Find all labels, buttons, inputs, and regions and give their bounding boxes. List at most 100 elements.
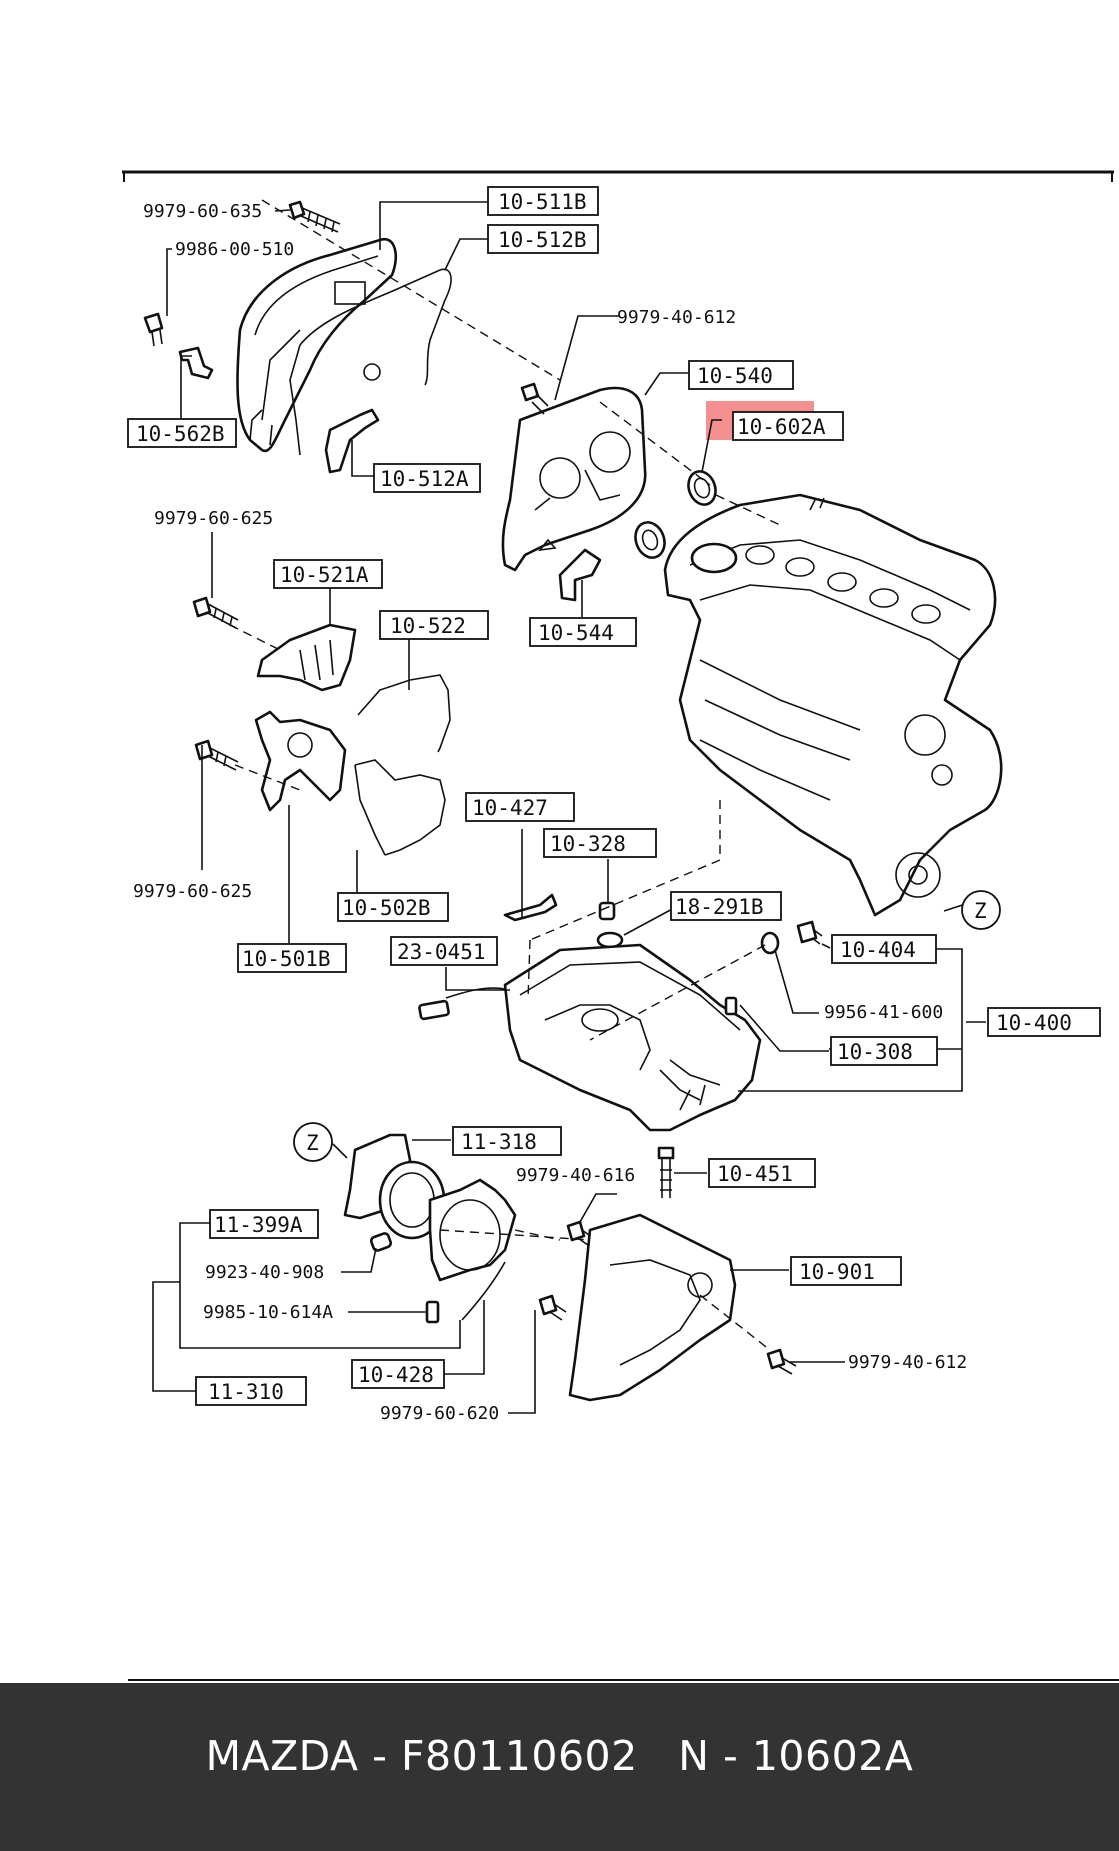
label-box-10-404 xyxy=(831,934,937,964)
label-9979-40-612-top: 9979-40-612 xyxy=(617,307,736,328)
label-box-23-0451 xyxy=(390,936,498,966)
bolt-9986-00-510 xyxy=(143,312,164,347)
label-10-428: 10-428 xyxy=(358,1363,434,1387)
bolt-10-451 xyxy=(657,1146,675,1198)
label-9923-40-908: 9923-40-908 xyxy=(205,1262,324,1283)
label-10-451: 10-451 xyxy=(717,1162,793,1186)
engine-block xyxy=(663,493,1003,917)
label-11-318: 11-318 xyxy=(461,1130,537,1154)
bolt-9979-60-625-lower xyxy=(194,739,239,771)
alignment-lines xyxy=(229,199,781,1351)
part-caption-text: MAZDA - F80110602 N - 10602A xyxy=(205,1732,914,1780)
timing-cover-gasket-upper xyxy=(289,268,452,456)
label-10-521a: 10-521A xyxy=(280,563,369,587)
label-z-seal: Z xyxy=(306,1131,319,1155)
label-10-502b: 10-502B xyxy=(342,896,431,920)
label-10-512a: 10-512A xyxy=(380,467,469,491)
hose-clamp-18-291b xyxy=(596,931,624,949)
seal-housing-11-310 xyxy=(428,1178,517,1282)
label-10-544: 10-544 xyxy=(538,621,614,645)
label-box-10-427 xyxy=(465,792,575,822)
timing-belt-cover-upper-outer xyxy=(236,237,397,453)
leader-lines xyxy=(152,201,991,1414)
label-box-11-318 xyxy=(452,1126,562,1156)
rear-oil-seal-11-318 xyxy=(343,1133,446,1240)
label-9956-41-600: 9956-41-600 xyxy=(824,1002,943,1023)
bolt-9979-60-620 xyxy=(538,1294,567,1321)
label-10-328: 10-328 xyxy=(550,832,626,856)
label-box-10-512b xyxy=(487,224,599,254)
label-18-291b: 18-291B xyxy=(675,895,764,919)
end-plate-10-901 xyxy=(568,1213,737,1402)
label-9986-00-510: 9986-00-510 xyxy=(175,239,294,260)
bolt-9979-60-635 xyxy=(288,200,341,233)
stud-10-308 xyxy=(724,996,738,1016)
label-box-10-521a xyxy=(273,559,383,589)
pin-9985-10-614a xyxy=(425,1300,440,1324)
clip-10-562b xyxy=(178,346,214,380)
gasket-10-522 xyxy=(357,674,451,753)
oil-seal-10-602a xyxy=(634,470,717,559)
label-box-10-428 xyxy=(351,1359,445,1389)
label-box-10-451 xyxy=(708,1158,816,1188)
label-10-522: 10-522 xyxy=(390,614,466,638)
label-box-10-540 xyxy=(688,360,794,390)
bracket-10-512a xyxy=(324,408,380,474)
oil-pan-10-400 xyxy=(503,943,762,1132)
label-9979-60-635: 9979-60-635 xyxy=(143,201,262,222)
label-9979-60-625-lower: 9979-60-625 xyxy=(133,881,252,902)
label-box-11-399a xyxy=(209,1209,319,1239)
label-box-10-511b xyxy=(487,186,599,216)
label-9979-40-612-bottom: 9979-40-612 xyxy=(848,1352,967,1373)
label-10-540: 10-540 xyxy=(697,364,773,388)
label-9979-60-620: 9979-60-620 xyxy=(380,1403,499,1424)
bushing-9923-40-908 xyxy=(369,1232,393,1252)
label-box-11-310 xyxy=(195,1376,307,1406)
plug-10-328 xyxy=(598,901,616,921)
label-10-602a: 10-602A xyxy=(737,415,826,439)
label-box-10-308 xyxy=(830,1036,938,1066)
label-10-501b: 10-501B xyxy=(242,947,331,971)
label-10-308: 10-308 xyxy=(837,1040,913,1064)
reference-circle-z-engine xyxy=(961,890,1001,930)
label-23-0451: 23-0451 xyxy=(397,940,486,964)
bolt-9979-40-612-bottom xyxy=(766,1348,797,1375)
sensor-23-0451 xyxy=(418,987,511,1021)
washer-9956-41-600 xyxy=(760,931,780,955)
label-box-10-512a xyxy=(373,463,481,493)
label-9985-10-614a: 9985-10-614A xyxy=(203,1302,333,1323)
label-box-10-400 xyxy=(987,1007,1101,1037)
label-10-400: 10-400 xyxy=(996,1011,1072,1035)
label-box-10-544 xyxy=(529,617,637,647)
label-box-10-501b xyxy=(237,943,347,973)
drain-bolt-10-404 xyxy=(796,920,823,945)
label-box-10-602a xyxy=(732,411,844,441)
gasket-10-502b xyxy=(354,759,446,856)
gasket-10-428 xyxy=(461,1261,506,1321)
label-box-10-901 xyxy=(790,1256,902,1286)
bolt-9979-40-612-top xyxy=(520,382,549,415)
label-9979-60-625-upper: 9979-60-625 xyxy=(154,508,273,529)
bolt-9979-60-625-upper xyxy=(192,596,239,629)
label-10-901: 10-901 xyxy=(799,1260,875,1284)
label-box-10-502b xyxy=(337,892,449,922)
label-box-18-291b xyxy=(670,891,782,921)
reference-circle-z-seal xyxy=(293,1122,333,1162)
label-10-562b: 10-562B xyxy=(136,422,225,446)
label-11-399a: 11-399A xyxy=(214,1213,303,1237)
label-10-512b: 10-512B xyxy=(498,228,587,252)
label-box-10-328 xyxy=(543,828,657,858)
label-10-511b: 10-511B xyxy=(498,190,587,214)
label-box-10-562b xyxy=(127,418,237,448)
clip-10-427 xyxy=(503,893,558,922)
label-11-310: 11-310 xyxy=(208,1380,284,1404)
label-box-10-522 xyxy=(379,610,489,640)
label-10-404: 10-404 xyxy=(840,938,916,962)
label-10-427: 10-427 xyxy=(472,796,548,820)
label-z-engine: Z xyxy=(974,899,987,923)
timing-cover-rear-plate xyxy=(501,386,647,572)
timing-cover-lower-10-521a xyxy=(256,623,357,692)
label-9979-40-616: 9979-40-616 xyxy=(516,1165,635,1186)
timing-cover-lower-10-501b xyxy=(254,710,347,812)
